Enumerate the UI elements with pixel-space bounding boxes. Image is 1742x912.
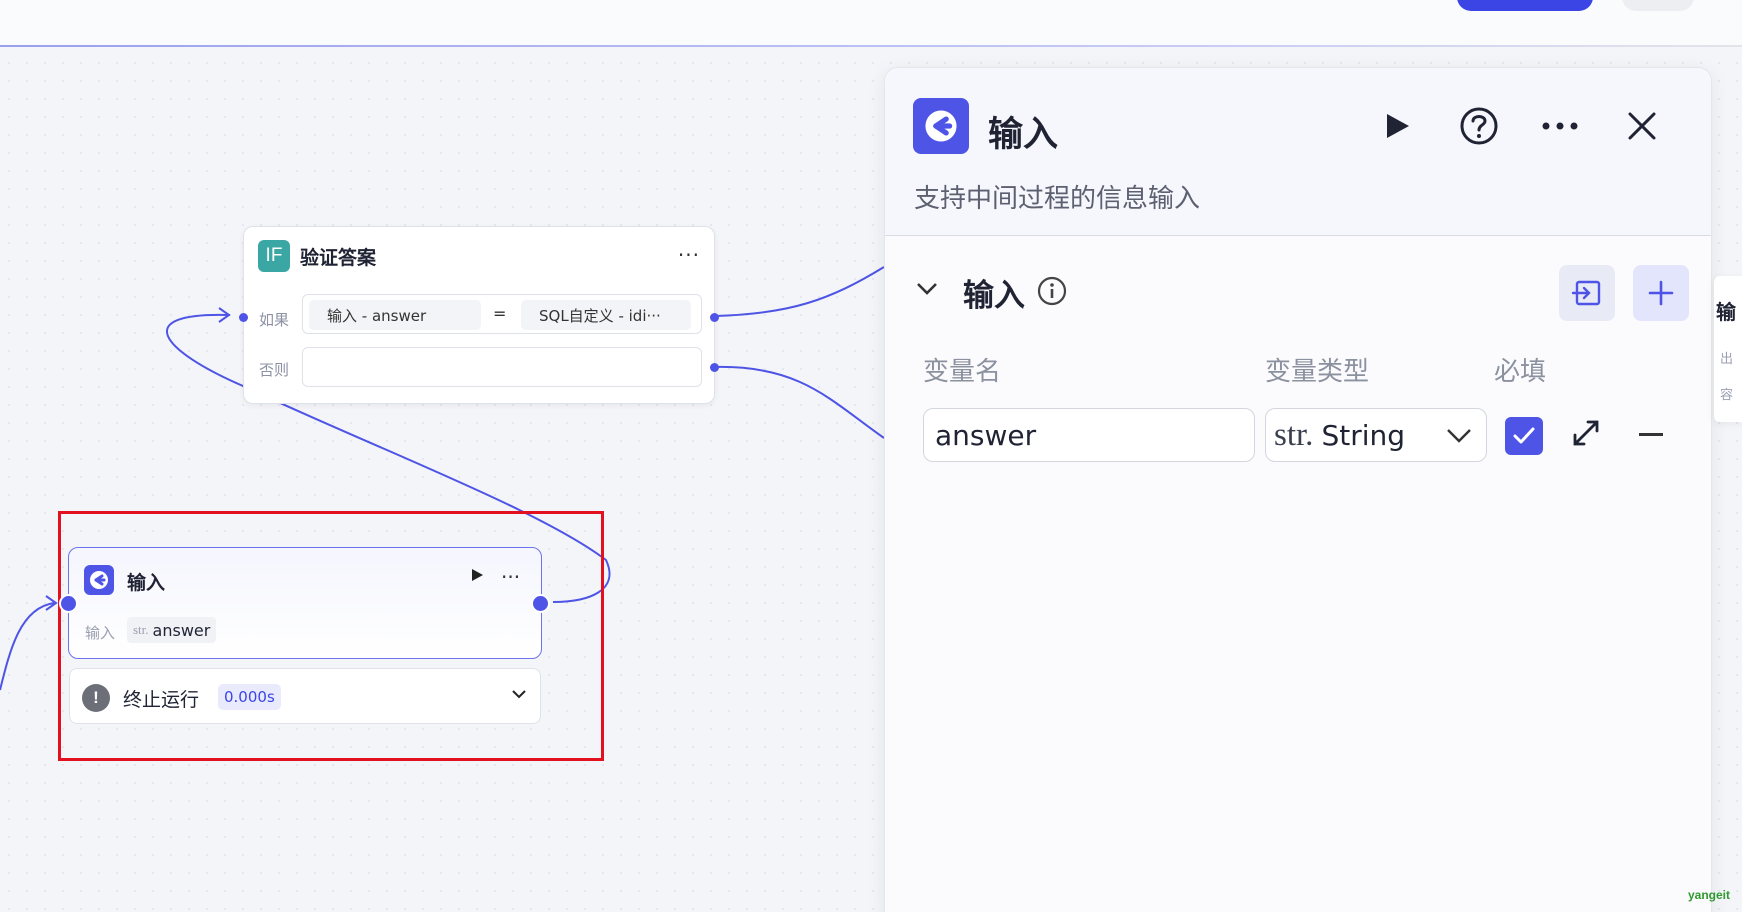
condition-operator[interactable]: = — [493, 304, 507, 323]
required-checkbox[interactable] — [1505, 417, 1543, 455]
input-node-in-port[interactable] — [59, 594, 78, 613]
input-node-icon — [913, 98, 969, 154]
primary-action-button[interactable] — [1457, 0, 1593, 11]
input-section-title: 输入 — [963, 278, 1025, 314]
input-node[interactable]: 输入 ··· 输入 str. answer — [68, 547, 542, 659]
panel-header: 输入 支持中间过程的信息输入 — [885, 68, 1711, 236]
column-header-var-name: 变量名 — [923, 357, 1002, 387]
column-header-var-type: 变量类型 — [1265, 357, 1370, 387]
input-var-name: answer — [152, 620, 211, 640]
secondary-action-button[interactable] — [1622, 0, 1694, 11]
panel-title: 输入 — [988, 115, 1059, 155]
chevron-down-icon — [1446, 425, 1472, 449]
run-icon[interactable] — [469, 567, 485, 588]
incoming-connector — [0, 602, 55, 691]
import-variable-button[interactable] — [1559, 265, 1615, 321]
run-status-bar[interactable]: ! 终止运行 0.000s — [69, 668, 541, 724]
true-branch-connector — [714, 266, 885, 317]
if-false-port[interactable] — [710, 363, 719, 372]
peek-text: 出 — [1720, 352, 1734, 367]
run-icon[interactable] — [1373, 102, 1421, 150]
add-variable-button[interactable] — [1633, 265, 1689, 321]
loop-arrow — [218, 307, 231, 323]
close-icon[interactable] — [1618, 102, 1666, 150]
watermark: yangeit — [1688, 888, 1731, 902]
status-text: 终止运行 — [123, 689, 200, 711]
var-name-input[interactable]: answer — [923, 408, 1255, 462]
if-node-title: 验证答案 — [300, 246, 377, 269]
input-node-out-port[interactable] — [531, 594, 550, 613]
if-true-port[interactable] — [710, 313, 719, 322]
input-node-icon — [84, 565, 114, 595]
expand-icon[interactable] — [1571, 418, 1601, 452]
input-var-label: 输入 — [85, 624, 116, 642]
input-node-title: 输入 — [127, 572, 166, 594]
more-icon[interactable] — [1536, 102, 1584, 150]
chevron-down-icon[interactable] — [510, 685, 528, 707]
if-label: 如果 — [259, 311, 290, 329]
chevron-down-icon[interactable] — [915, 276, 939, 304]
remove-variable-icon[interactable] — [1639, 433, 1663, 436]
var-type-value: String — [1321, 418, 1405, 452]
adjacent-panel-peek[interactable]: 输 出 容 — [1713, 276, 1742, 422]
peek-title: 输 — [1716, 300, 1736, 324]
status-time-badge: 0.000s — [218, 684, 281, 710]
panel-description: 支持中间过程的信息输入 — [914, 184, 1201, 214]
peek-text: 容 — [1720, 388, 1734, 403]
selection-highlight — [58, 511, 604, 761]
else-condition-box[interactable] — [302, 347, 702, 387]
node-config-panel: 输入 支持中间过程的信息输入 输入 变量名 变量类型 必填 answer str… — [884, 67, 1712, 912]
if-node[interactable]: IF 验证答案 ··· 如果 输入 - answer = SQL自定义 - id… — [239, 226, 719, 404]
more-icon[interactable]: ··· — [677, 243, 700, 267]
help-icon[interactable] — [1455, 102, 1503, 150]
var-type-select[interactable]: str. String — [1265, 408, 1487, 462]
if-badge-icon: IF — [258, 240, 290, 272]
if-node-header: IF 验证答案 — [258, 240, 376, 272]
else-label: 否则 — [259, 361, 290, 379]
condition-right-operand[interactable]: SQL自定义 - idi··· — [521, 300, 691, 330]
false-branch-connector — [714, 365, 885, 439]
more-icon[interactable]: ··· — [501, 565, 521, 589]
if-condition-box[interactable]: 输入 - answer = SQL自定义 - idi··· — [302, 294, 702, 334]
input-var-chip: str. answer — [127, 617, 217, 643]
topbar-divider — [0, 45, 1742, 47]
if-input-port[interactable] — [239, 313, 248, 322]
str-type-icon: str. — [1274, 416, 1314, 453]
column-header-required: 必填 — [1494, 357, 1547, 387]
warning-icon: ! — [82, 684, 110, 712]
str-type-icon: str. — [133, 622, 149, 637]
incoming-arrow — [45, 595, 58, 611]
condition-left-operand[interactable]: 输入 - answer — [309, 300, 481, 330]
info-icon[interactable] — [1036, 275, 1068, 311]
top-bar — [0, 0, 1742, 47]
